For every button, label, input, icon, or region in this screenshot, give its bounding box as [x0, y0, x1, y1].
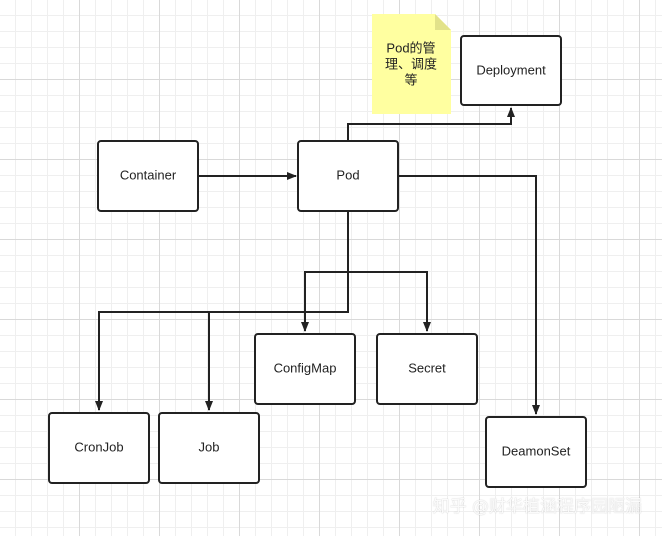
- node-container-label: Container: [120, 167, 177, 182]
- node-daemonset-label: DeamonSet: [502, 443, 571, 458]
- node-secret-label: Secret: [408, 360, 446, 375]
- watermark-text: 知乎 @财华植涵程序园陋漏: [432, 497, 642, 517]
- edge-pod-daemonset: [398, 175, 540, 415]
- node-pod: Pod: [297, 140, 399, 212]
- node-daemonset: DeamonSet: [485, 416, 587, 488]
- edge-pod-configmap: [301, 211, 349, 332]
- node-deployment-label: Deployment: [476, 62, 546, 77]
- sticky-note-line-3: 等: [404, 72, 417, 87]
- node-pod-label: Pod: [336, 167, 359, 182]
- node-cronjob: CronJob: [48, 412, 150, 484]
- sticky-note-line-2: 理、调度: [385, 56, 437, 71]
- node-secret: Secret: [376, 333, 478, 405]
- node-cronjob-label: CronJob: [74, 439, 123, 454]
- sticky-note: Pod的管 理、调度 等: [372, 14, 451, 114]
- node-configmap: ConfigMap: [254, 333, 356, 405]
- node-job-label: Job: [199, 439, 220, 454]
- edge-pod-cronjob: [95, 272, 349, 411]
- node-deployment: Deployment: [460, 35, 562, 106]
- sticky-note-fold: [435, 14, 451, 30]
- node-configmap-label: ConfigMap: [274, 360, 337, 375]
- edge-pod-deployment: [347, 107, 515, 141]
- edge-pod-secret: [348, 271, 431, 332]
- node-container: Container: [97, 140, 199, 212]
- node-job: Job: [158, 412, 260, 484]
- sticky-note-body: [372, 14, 451, 114]
- sticky-note-line-1: Pod的管: [386, 40, 435, 55]
